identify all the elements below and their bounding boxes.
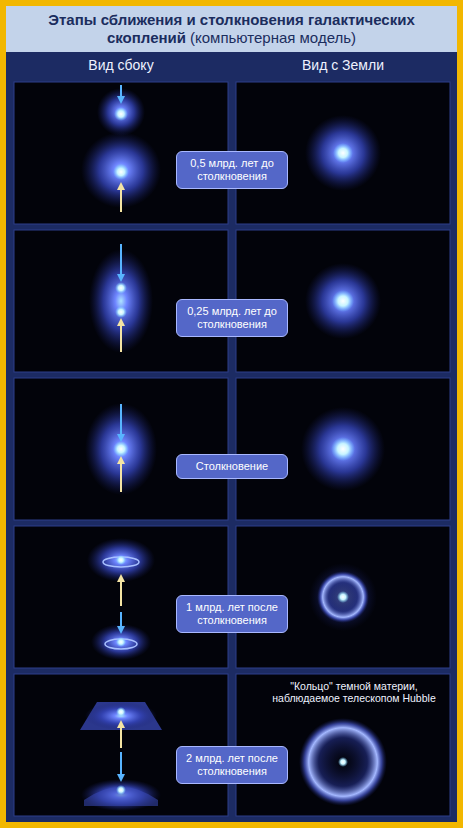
time-label: 2 млрд. лет после столкновения [183,752,281,778]
time-label-box: Столкновение [176,454,288,479]
inner-ground [6,6,457,822]
side-view-5 [80,702,162,811]
time-label-box: 1 млрд. лет после столкновения [176,595,288,633]
earth-view-2 [305,263,381,339]
earth-view-5 [299,718,387,806]
title-note: (компьютерная модель) [190,29,356,46]
column-header: Вид сбоку [21,56,221,74]
time-label: 0,25 млрд. лет до столкновения [183,305,281,331]
title-band-text: Этапы сближения и столкновения галактиче… [6,6,457,52]
side-view-1 [81,85,161,212]
annotation-note: "Кольцо" темной материи, наблюдаемое тел… [262,680,446,704]
earth-view-3 [301,407,385,491]
title-line: Этапы сближения и столкновения галактиче… [16,11,447,47]
earth-view-1 [305,115,381,191]
title-band [6,6,457,52]
panels [14,82,450,816]
time-label: Столкновение [183,460,281,473]
time-label-box: 0,5 млрд. лет до столкновения [176,151,288,189]
side-view-4 [87,538,155,660]
column-header: Вид с Земли [243,56,443,74]
side-view-2 [89,244,153,353]
time-label-box: 0,25 млрд. лет до столкновения [176,299,288,337]
side-view-3 [85,403,157,495]
earth-view-4 [309,563,377,631]
time-label: 0,5 млрд. лет до столкновения [183,157,281,183]
time-label-box: 2 млрд. лет после столкновения [176,746,288,784]
time-label: 1 млрд. лет после столкновения [183,601,281,627]
